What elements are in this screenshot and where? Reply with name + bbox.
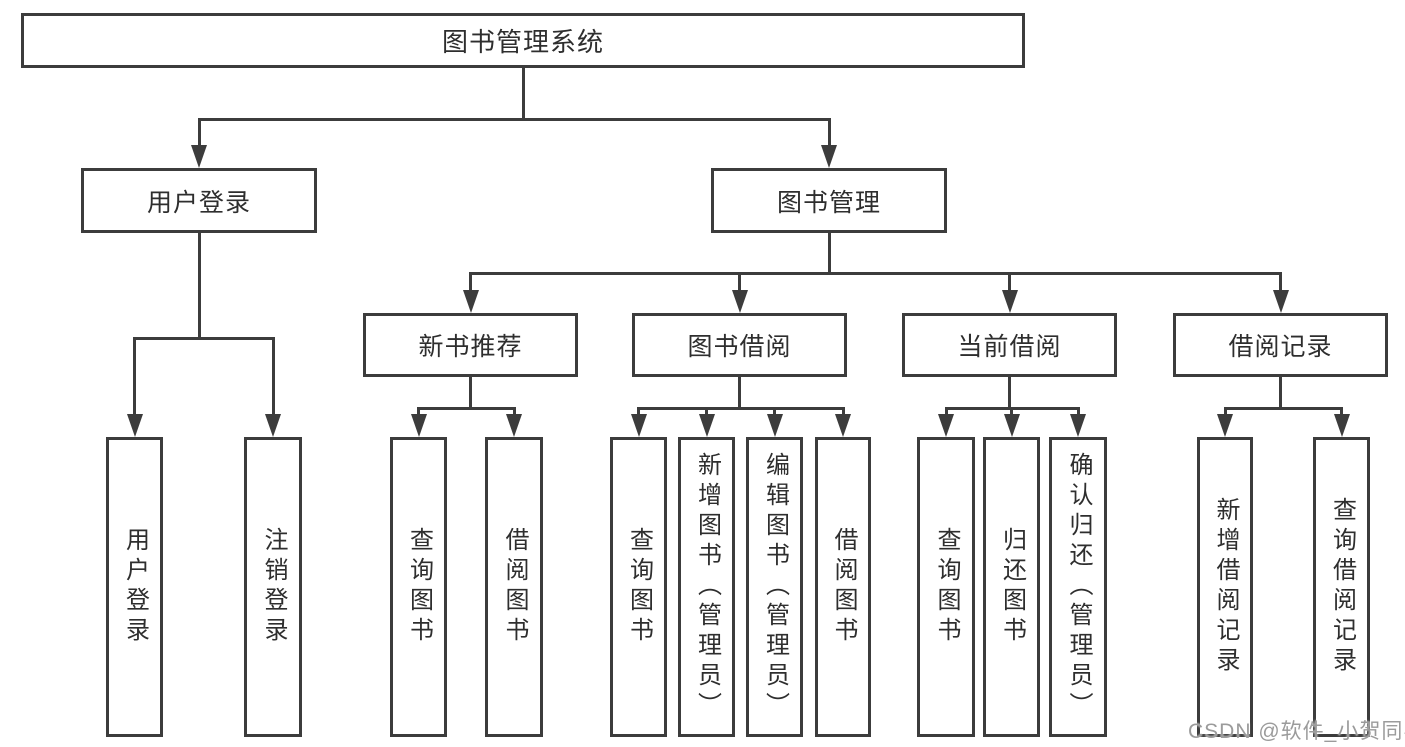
arrow-down-icon [630,414,647,437]
connector-drop [1010,407,1013,417]
arrow-down-icon [1217,414,1233,437]
leaf-add-books-admin: 新增图书（管理员） [678,437,735,737]
connector-bar [133,337,275,340]
connector-drop [773,407,776,417]
connector-drop [1340,407,1343,417]
node-label: 编辑图书（管理员） [761,452,789,722]
connector-stem [469,375,472,410]
node-library-management-system: 图书管理系统 [21,13,1025,68]
node-book-borrow: 图书借阅 [632,313,847,377]
leaf-borrow-books-1: 借阅图书 [485,437,543,737]
leaf-user-login: 用户登录 [106,437,163,737]
connector-drop [738,272,741,293]
node-label: 归还图书 [998,527,1026,647]
node-label: 新增图书（管理员） [693,452,721,722]
connector-drop [271,337,275,417]
leaf-edit-books-admin: 编辑图书（管理员） [746,437,803,737]
node-label: 借阅图书 [501,527,528,647]
arrow-down-icon [265,414,281,437]
node-label: 当前借阅 [957,333,1062,361]
connector-stem [197,231,201,340]
connector-drop [1223,407,1227,417]
arrow-down-icon [410,414,427,437]
arrow-down-icon [462,290,479,313]
node-label: 借阅记录 [1228,333,1333,361]
csdn-watermark: CSDN @软件_小贺同学 [1188,720,1405,743]
arrow-down-icon [731,290,748,313]
leaf-borrow-books-2: 借阅图书 [815,437,871,737]
node-label: 新书推荐 [418,333,523,361]
node-label: 图书管理系统 [441,27,604,57]
connector-stem [1279,375,1282,410]
arrow-down-icon [1001,290,1018,313]
node-borrow-records: 借阅记录 [1173,313,1388,377]
node-current-borrow: 当前借阅 [902,313,1117,377]
arrow-down-icon [1333,414,1350,437]
node-label: 用户登录 [146,188,251,217]
arrow-down-icon [835,414,851,437]
leaf-return-books: 归还图书 [983,437,1040,737]
connector-bar [469,272,1282,275]
connector-drop [1008,272,1011,293]
arrow-down-icon [1070,414,1086,437]
node-label: 确认归还（管理员） [1065,452,1092,722]
leaf-query-books-3: 查询图书 [917,437,975,737]
connector-drop [469,272,472,293]
connector-bar [1223,407,1343,410]
leaf-confirm-return-admin: 确认归还（管理员） [1049,437,1107,737]
arrow-down-icon [126,414,143,437]
connector-stem [521,66,525,121]
node-label: 查询图书 [625,527,653,647]
connector-drop [827,118,831,148]
connector-drop [841,407,845,417]
node-label: 借阅图书 [830,527,857,647]
arrow-down-icon [938,414,954,437]
connector-drop [1279,272,1282,293]
node-book-management: 图书管理 [711,168,947,233]
leaf-query-books-1: 查询图书 [390,437,447,737]
leaf-query-borrow-record: 查询借阅记录 [1313,437,1370,737]
connector-drop [705,407,708,417]
node-label: 新增借阅记录 [1212,497,1239,677]
connector-stem [738,375,741,410]
node-label: 注销登录 [260,527,287,647]
arrow-down-icon [1003,414,1020,437]
node-label: 查询图书 [933,527,960,647]
connector-bar [417,407,516,410]
connector-drop [417,407,420,417]
leaf-logout: 注销登录 [244,437,302,737]
leaf-add-borrow-record: 新增借阅记录 [1197,437,1253,737]
node-label: 查询图书 [405,527,433,647]
arrow-down-icon [698,414,715,437]
leaf-query-books-2: 查询图书 [610,437,667,737]
connector-drop [637,407,640,417]
connector-stem [1008,375,1011,410]
connector-drop [133,337,136,417]
node-label: 查询借阅记录 [1328,497,1356,677]
arrow-down-icon [191,145,207,168]
connector-drop [512,407,516,417]
connector-drop [1076,407,1080,417]
arrow-down-icon [506,414,522,437]
arrow-down-icon [1272,290,1289,313]
connector-drop [197,118,201,148]
node-label: 用户登录 [121,527,149,647]
node-new-book-recommend: 新书推荐 [363,313,578,377]
arrow-down-icon [766,414,783,437]
node-label: 图书借阅 [687,333,792,361]
node-label: 图书管理 [776,188,881,217]
connector-bar [197,118,831,121]
connector-bar [637,407,845,410]
connector-drop [944,407,948,417]
arrow-down-icon [821,145,837,168]
connector-stem [827,231,831,275]
node-user-login: 用户登录 [81,168,317,233]
